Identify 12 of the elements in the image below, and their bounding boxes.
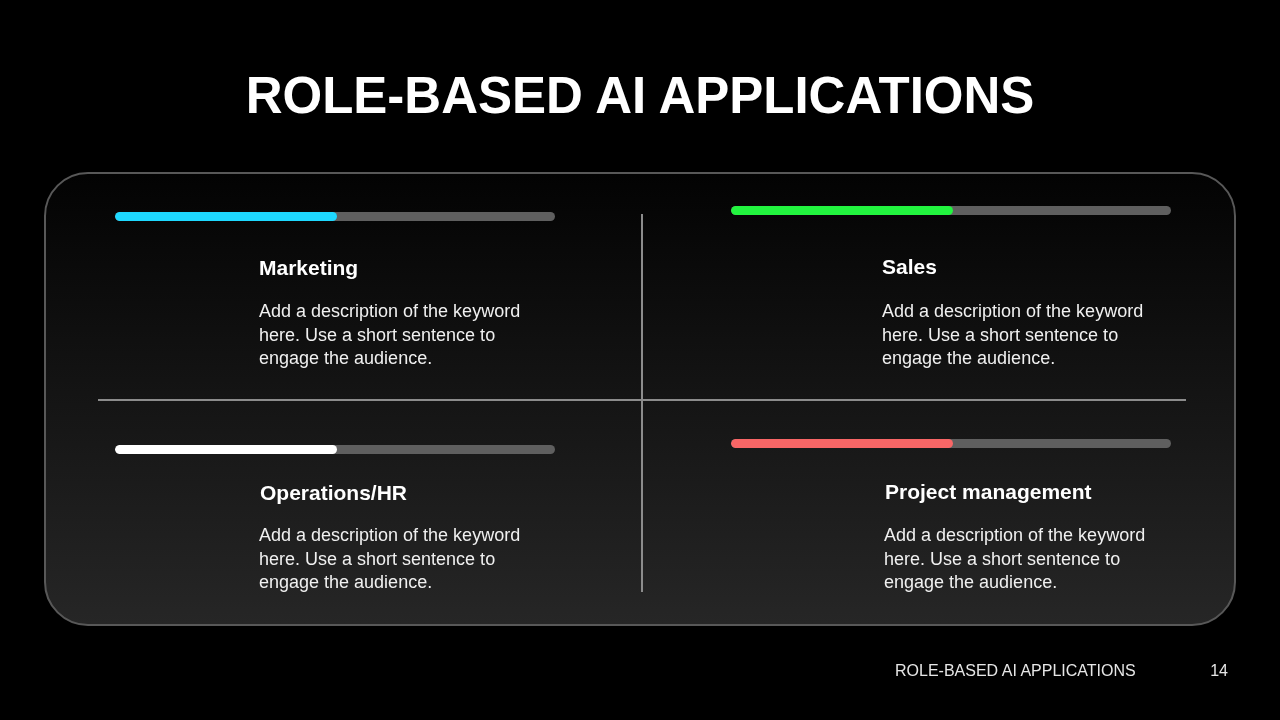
footer-text: ROLE-BASED AI APPLICATIONS [895,661,1136,681]
slide-title: ROLE-BASED AI APPLICATIONS [245,66,1035,126]
section-heading: Operations/HR [260,480,408,506]
description-text: Add a description of the keyword here. Use a short sentence to engage the audience. [259,524,522,594]
section-heading: Sales [882,254,937,280]
section-heading: Project management [885,479,1092,505]
description-text: Add a description of the keyword here. Use a short sentence to engage the audience. [884,524,1147,594]
section-heading: Marketing [259,255,359,281]
content-panel [44,172,1236,626]
page-number: 14 [1210,661,1228,681]
description-text: Add a description of the keyword here. Use a short sentence to engage the audience. [882,300,1145,370]
description-text: Add a description of the keyword here. Use a short sentence to engage the audience. [259,300,522,370]
